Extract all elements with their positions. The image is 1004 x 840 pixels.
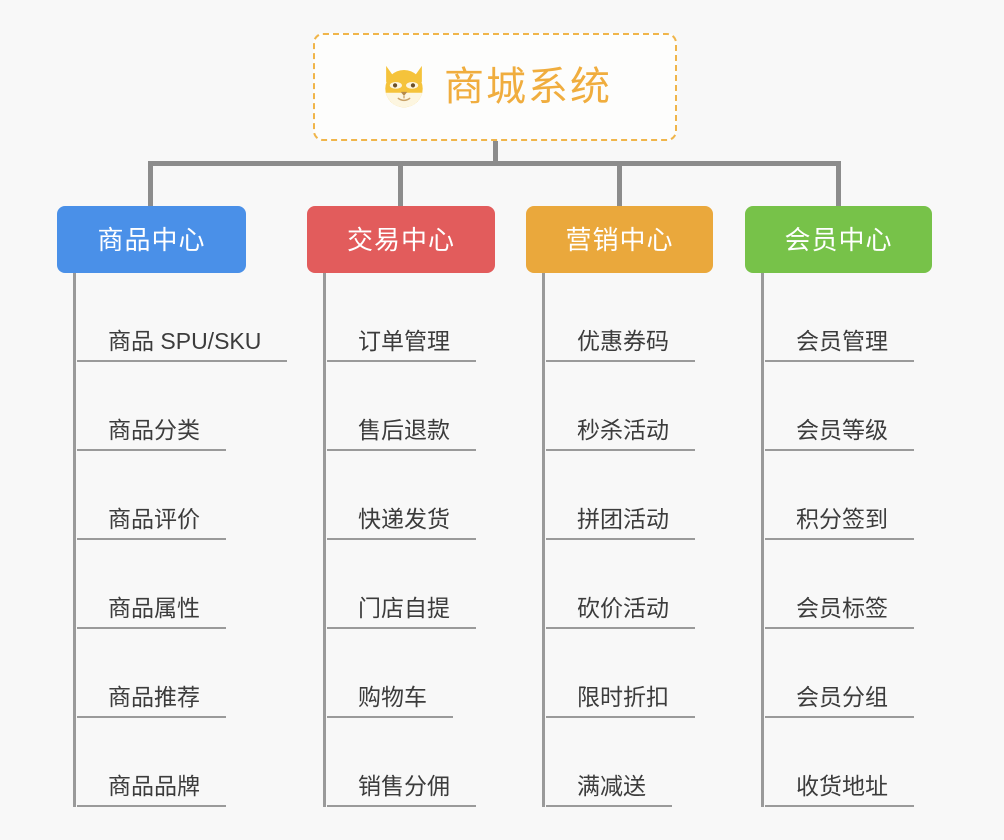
branch-label-3: 会员中心	[784, 224, 893, 255]
list-item-label: 商品属性	[77, 595, 226, 629]
connector-drop-1	[398, 161, 403, 206]
connector-bar	[148, 161, 841, 166]
list-item[interactable]: 门店自提	[327, 540, 495, 629]
branch-label-0: 商品中心	[97, 224, 206, 255]
list-item[interactable]: 商品评价	[77, 451, 246, 540]
list-item-label: 秒杀活动	[546, 417, 695, 451]
list-item-label: 门店自提	[327, 595, 476, 629]
list-item[interactable]: 秒杀活动	[546, 362, 713, 451]
list-item-label: 快递发货	[327, 506, 476, 540]
list-item-label: 会员标签	[765, 595, 914, 629]
list-item[interactable]: 会员分组	[765, 629, 932, 718]
list-item-label: 购物车	[327, 684, 453, 718]
list-item[interactable]: 售后退款	[327, 362, 495, 451]
list-item[interactable]: 商品品牌	[77, 718, 246, 807]
branch-label-1: 交易中心	[346, 224, 455, 255]
list-item-label: 满减送	[546, 773, 672, 807]
list-item[interactable]: 优惠券码	[546, 273, 713, 362]
list-item-label: 订单管理	[327, 328, 476, 362]
list-item-label: 收货地址	[765, 773, 914, 807]
list-item-label: 会员管理	[765, 328, 914, 362]
list-item[interactable]: 销售分佣	[327, 718, 495, 807]
list-item-label: 商品分类	[77, 417, 226, 451]
list-item-label: 商品 SPU/SKU	[77, 328, 288, 362]
branch-marketing-center: 营销中心 优惠券码 秒杀活动 拼团活动 砍价活动 限时折扣 满减送	[526, 206, 713, 807]
branch-item-list-3: 会员管理 会员等级 积分签到 会员标签 会员分组 收货地址	[761, 273, 932, 807]
branch-member-center: 会员中心 会员管理 会员等级 积分签到 会员标签 会员分组 收货地址	[745, 206, 932, 807]
branch-item-list-1: 订单管理 售后退款 快递发货 门店自提 购物车 销售分佣	[323, 273, 495, 807]
list-item[interactable]: 商品 SPU/SKU	[77, 273, 288, 362]
list-item[interactable]: 限时折扣	[546, 629, 713, 718]
list-item[interactable]: 订单管理	[327, 273, 495, 362]
list-item[interactable]: 商品推荐	[77, 629, 246, 718]
list-item-label: 优惠券码	[546, 328, 695, 362]
list-item-label: 商品品牌	[77, 773, 226, 807]
list-item-label: 商品评价	[77, 506, 226, 540]
list-item-label: 砍价活动	[546, 595, 695, 629]
list-item-label: 会员等级	[765, 417, 914, 451]
list-item-label: 售后退款	[327, 417, 476, 451]
list-item[interactable]: 积分签到	[765, 451, 932, 540]
root-title: 商城系统	[444, 65, 612, 109]
list-item[interactable]: 购物车	[327, 629, 495, 718]
branch-header-1[interactable]: 交易中心	[307, 206, 495, 273]
branch-header-2[interactable]: 营销中心	[526, 206, 713, 273]
list-item-label: 积分签到	[765, 506, 914, 540]
branch-item-list-0: 商品 SPU/SKU 商品分类 商品评价 商品属性 商品推荐 商品品牌	[73, 273, 288, 807]
list-item-label: 拼团活动	[546, 506, 695, 540]
connector-stem	[493, 141, 498, 165]
branch-product-center: 商品中心 商品 SPU/SKU 商品分类 商品评价 商品属性 商品推荐 商品品牌	[57, 206, 288, 807]
list-item[interactable]: 商品属性	[77, 540, 246, 629]
list-item[interactable]: 商品分类	[77, 362, 246, 451]
list-item[interactable]: 砍价活动	[546, 540, 713, 629]
branch-label-2: 营销中心	[565, 224, 674, 255]
list-item[interactable]: 会员标签	[765, 540, 932, 629]
list-item-label: 限时折扣	[546, 684, 695, 718]
list-item-label: 商品推荐	[77, 684, 226, 718]
list-item-label: 销售分佣	[327, 773, 476, 807]
connector-drop-2	[617, 161, 622, 206]
branch-transaction-center: 交易中心 订单管理 售后退款 快递发货 门店自提 购物车 销售分佣	[307, 206, 495, 807]
branch-item-list-2: 优惠券码 秒杀活动 拼团活动 砍价活动 限时折扣 满减送	[542, 273, 713, 807]
connector-drop-3	[836, 161, 841, 206]
branch-header-3[interactable]: 会员中心	[745, 206, 932, 273]
list-item[interactable]: 快递发货	[327, 451, 495, 540]
list-item[interactable]: 会员管理	[765, 273, 932, 362]
list-item[interactable]: 满减送	[546, 718, 713, 807]
list-item[interactable]: 拼团活动	[546, 451, 713, 540]
list-item[interactable]: 会员等级	[765, 362, 932, 451]
list-item-label: 会员分组	[765, 684, 914, 718]
list-item[interactable]: 收货地址	[765, 718, 932, 807]
shiba-dog-icon	[385, 65, 423, 108]
branch-header-0[interactable]: 商品中心	[57, 206, 246, 273]
root-node-mall-system[interactable]: 商城系统	[313, 33, 677, 141]
connector-drop-0	[148, 161, 153, 206]
